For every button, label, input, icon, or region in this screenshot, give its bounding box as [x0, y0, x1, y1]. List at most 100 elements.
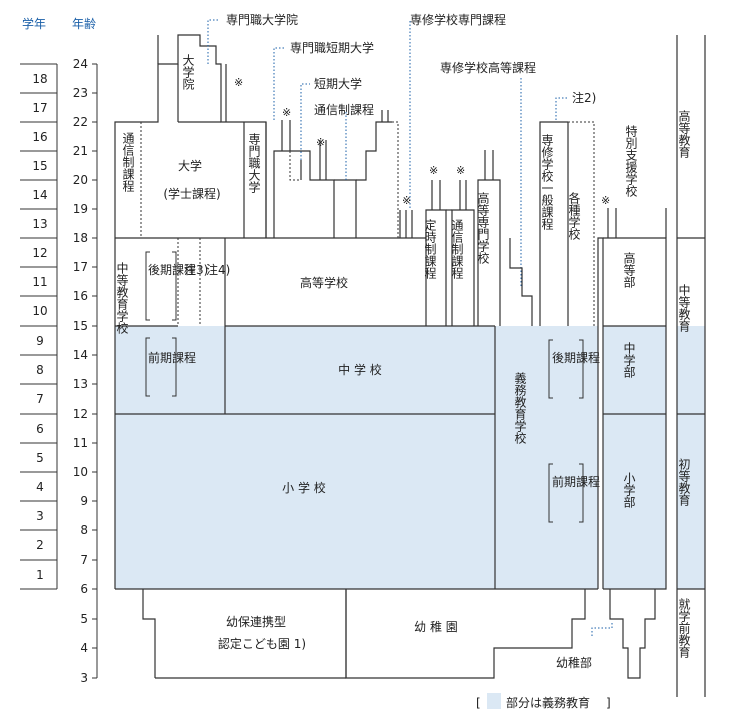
grade-label: 5 — [36, 451, 44, 465]
asterisk-mark: ※ — [282, 106, 291, 119]
label-upper-division: 高等部 — [622, 251, 636, 288]
asterisk-mark: ※ — [234, 76, 243, 89]
label-special-needs: 特別支援学校 — [624, 124, 638, 197]
grade-label: 7 — [36, 392, 44, 406]
age-label: 10 — [73, 465, 88, 479]
label-elementary: 小 学 校 — [282, 480, 326, 495]
label-gimu-early: 前期課程 — [552, 474, 600, 489]
grade-labels: 18 17 16 15 14 13 12 11 10 9 8 7 6 5 4 3… — [32, 72, 47, 582]
age-label: 15 — [73, 319, 88, 333]
asterisk-mark: ※ — [316, 136, 325, 149]
grade-label: 18 — [32, 72, 47, 86]
label-gimu-later: 後期課程 — [552, 350, 600, 365]
label-junior-high: 中 学 校 — [338, 362, 382, 377]
compulsory-shade-main — [115, 326, 495, 589]
stage-primary: 初等教育 — [677, 458, 691, 507]
label-secondary-education-school: 中等教育学校 — [115, 261, 129, 334]
grade-label: 4 — [36, 480, 44, 494]
asterisk-mark: ※ — [456, 164, 465, 177]
bracket-gimu-lower — [548, 463, 553, 523]
bracket-gimu-lower — [579, 463, 584, 523]
label-note4: 注4) — [206, 262, 230, 277]
bracket-upper — [172, 251, 177, 321]
age-label: 20 — [73, 173, 88, 187]
grade-label: 2 — [36, 538, 44, 552]
grade-label: 9 — [36, 334, 44, 348]
upper-secondary-columns — [425, 121, 595, 326]
callout-leaders — [207, 19, 613, 636]
label-elementary-division: 小学部 — [622, 472, 636, 508]
bracket-upper — [145, 251, 150, 321]
university-block — [114, 34, 267, 238]
callout-professional-graduate: 専門職大学院 — [226, 12, 298, 27]
age-label: 22 — [73, 115, 88, 129]
label-middle-division: 中学部 — [622, 341, 636, 378]
label-correspondence-univ: 通信制課程 — [121, 132, 135, 193]
grade-label: 17 — [32, 101, 47, 115]
bracket-gimu-upper — [548, 339, 553, 399]
age-label: 11 — [73, 436, 88, 450]
age-label: 8 — [80, 523, 88, 537]
grade-label: 8 — [36, 363, 44, 377]
grade-label: 10 — [32, 304, 47, 318]
age-label: 17 — [73, 260, 88, 274]
age-axis — [92, 63, 98, 679]
compulsory-shade-tokubetsu — [603, 326, 666, 589]
asterisk-mark: ※ — [601, 194, 610, 207]
age-label: 23 — [73, 86, 88, 100]
age-label: 16 — [73, 289, 88, 303]
bracket-gimu-upper — [579, 339, 584, 399]
grade-header: 学年 — [22, 16, 46, 31]
callout-kindergarten-division: 幼稚部 — [556, 655, 592, 670]
grade-column — [20, 63, 58, 590]
legend-bracket-close: ] — [606, 696, 611, 710]
label-high-school: 高等学校 — [300, 275, 348, 290]
age-label: 24 — [73, 57, 88, 71]
label-integrated-center-2: 認定こども園 1) — [218, 636, 306, 651]
junior-college-lines — [273, 110, 413, 238]
compulsory-shade-stage — [677, 326, 705, 589]
label-integrated-center-1: 幼保連携型 — [226, 614, 286, 629]
age-label: 7 — [80, 553, 88, 567]
callout-professional-junior-college: 専門職短期大学 — [290, 40, 374, 55]
grade-label: 1 — [36, 568, 44, 582]
label-correspondence-hs: 通信制課程 — [450, 219, 464, 280]
label-misc-school: 各種学校 — [567, 191, 581, 240]
label-note3: 注3) — [184, 262, 208, 277]
label-university: 大学 — [178, 158, 202, 173]
legend-swatch — [487, 693, 501, 709]
legend-bracket-open: [ — [476, 696, 481, 710]
stage-secondary: 中等教育 — [677, 283, 691, 333]
age-label: 19 — [73, 202, 88, 216]
preschool-frame — [142, 589, 656, 679]
grade-label: 12 — [32, 246, 47, 260]
grade-label: 6 — [36, 422, 44, 436]
label-kindergarten: 幼 稚 園 — [414, 620, 458, 634]
age-label: 14 — [73, 348, 88, 362]
grade-label: 15 — [32, 159, 47, 173]
grade-label: 14 — [32, 188, 47, 202]
age-label: 18 — [73, 231, 88, 245]
age-label: 4 — [80, 641, 88, 655]
callout-specialized-training-college: 専修学校専門課程 — [410, 12, 506, 27]
age-label: 21 — [73, 144, 88, 158]
label-part-time: 定時制課程 — [423, 218, 437, 280]
label-tech-college: 高等専門学校 — [476, 191, 490, 264]
callout-note2: 注2) — [572, 90, 596, 105]
callout-upper-secondary-course: 専修学校高等課程 — [440, 60, 536, 75]
asterisk-mark: ※ — [429, 164, 438, 177]
age-label: 9 — [80, 494, 88, 508]
callout-junior-college: 短期大学 — [314, 76, 362, 91]
label-early-course: 前期課程 — [148, 350, 196, 365]
compulsory-shade-gimu — [495, 326, 598, 589]
age-label: 3 — [80, 671, 88, 685]
label-graduate-school: 大学院 — [181, 54, 195, 90]
stage-preschool: 就学前教育 — [677, 598, 691, 659]
callout-correspondence: 通信制課程 — [314, 102, 374, 117]
label-general-course: 専修学校一般課程 — [540, 134, 554, 231]
grade-label: 16 — [32, 130, 47, 144]
age-labels: 24 23 22 21 20 19 18 17 16 15 14 13 12 1… — [73, 57, 88, 685]
age-label: 6 — [80, 582, 88, 596]
label-professional-univ: 専門職大学 — [247, 133, 261, 193]
bracket-lower — [145, 337, 150, 397]
